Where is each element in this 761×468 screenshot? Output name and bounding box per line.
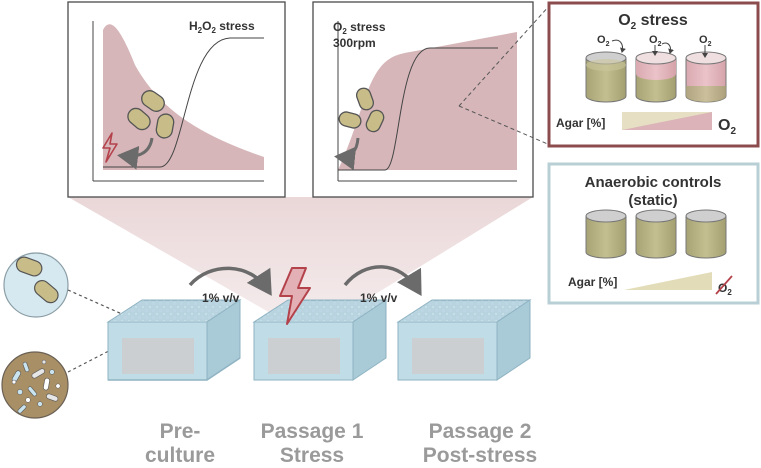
- agar-label: Agar [%]: [556, 116, 605, 130]
- transfer-arrow-1: [188, 266, 272, 296]
- community-circle: [1, 351, 69, 419]
- tube-green: [585, 209, 627, 259]
- tube-green: [585, 51, 627, 103]
- h2o2-stress-area: [103, 24, 264, 170]
- agar-gradient-wedge: [624, 272, 712, 290]
- h2o2-growth-curve: [103, 37, 264, 168]
- stage-label-line: Passage 2: [428, 420, 532, 443]
- transfer-arrow-2: [343, 265, 422, 296]
- bacterium: [355, 87, 375, 111]
- agar-label: Agar [%]: [568, 275, 617, 289]
- tube-half-pink: [635, 51, 677, 103]
- bacterium: [155, 113, 175, 139]
- h2o2-stress-label: H2O2 stress: [189, 19, 255, 35]
- plate-preculture: [106, 299, 242, 381]
- stage-label-line: culture: [144, 444, 215, 467]
- o2-stress-area: [338, 32, 517, 170]
- stage-label-line: Stress: [279, 444, 345, 467]
- stress-lightning-icon: [279, 267, 311, 325]
- single-strain-circle: [3, 252, 69, 318]
- bacterium: [338, 111, 362, 129]
- decline-arrow: [334, 137, 360, 171]
- stage-label-passage2: Passage 2 Post-stress: [405, 420, 555, 468]
- transfer-label-1: 1% v/v: [202, 291, 240, 305]
- connector-dashed: [67, 289, 141, 323]
- o2-stress-label-line1: O2 stress: [333, 20, 386, 36]
- tube-pink: [685, 51, 727, 103]
- anaerobic-controls-panel: Anaerobic controls (static) Agar [%] O2: [547, 162, 760, 305]
- decline-arrow: [117, 137, 154, 170]
- o2-gradient-wedge: [622, 112, 712, 130]
- bacterium: [127, 107, 151, 131]
- stage-label-passage1: Passage 1 Stress: [246, 420, 378, 468]
- anaerobic-title-line2: (static): [628, 192, 677, 209]
- plate-passage2: [396, 299, 532, 381]
- strike-icon: [715, 275, 733, 295]
- o2-stress-label-line2: 300rpm: [333, 36, 376, 50]
- stage-label-preculture: Pre- culture: [115, 420, 245, 468]
- bacterium: [365, 109, 385, 133]
- o2-stress-panel: O2 stress O2 O2 O2 Agar [%] O2: [547, 1, 760, 148]
- projection-fan: [68, 197, 533, 322]
- connector-dashed: [458, 4, 551, 107]
- plate-passage1: [252, 299, 388, 381]
- o2-stress-chart: O2 stress 300rpm: [312, 1, 534, 198]
- stage-label-line: Passage 1: [260, 420, 364, 443]
- connector-dashed: [458, 105, 551, 146]
- bacterium: [141, 90, 165, 112]
- o2-panel-title: O2 stress: [618, 12, 688, 32]
- o2-growth-curve: [338, 47, 498, 171]
- tube-green: [635, 209, 677, 259]
- transfer-label-2: 1% v/v: [360, 291, 398, 305]
- lightning-icon: [102, 132, 118, 163]
- anaerobic-title-line1: Anaerobic controls: [585, 174, 722, 191]
- tube-green: [685, 209, 727, 259]
- h2o2-stress-chart: H2O2 stress: [67, 1, 286, 198]
- stage-label-line: Post-stress: [422, 444, 538, 467]
- stage-label-line: Pre-: [159, 420, 201, 443]
